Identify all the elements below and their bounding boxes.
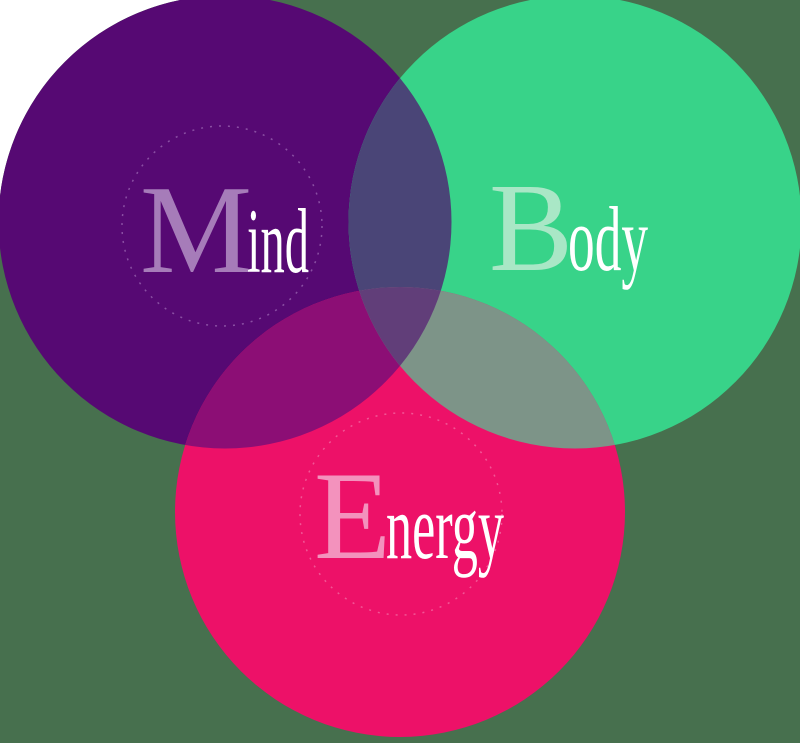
energy-rest: nergy — [386, 476, 504, 578]
mind-initial: M — [140, 161, 252, 300]
body-initial: B — [489, 159, 573, 298]
mind-label: Mind — [140, 161, 309, 300]
body-rest: ody — [568, 188, 648, 290]
body-energy-overlap — [348, 287, 625, 449]
energy-initial: E — [314, 447, 391, 586]
mind-energy-overlap-group — [175, 287, 452, 449]
top-left-white-region — [0, 0, 180, 196]
energy-dotted-ring — [299, 412, 503, 616]
energy-label: Energy — [314, 447, 504, 586]
mind-dotted-ring — [121, 125, 323, 327]
body-energy-overlap-group — [348, 287, 625, 449]
mind-rest: ind — [247, 190, 309, 292]
mind-energy-overlap — [175, 287, 452, 449]
body-label: Body — [489, 159, 648, 298]
